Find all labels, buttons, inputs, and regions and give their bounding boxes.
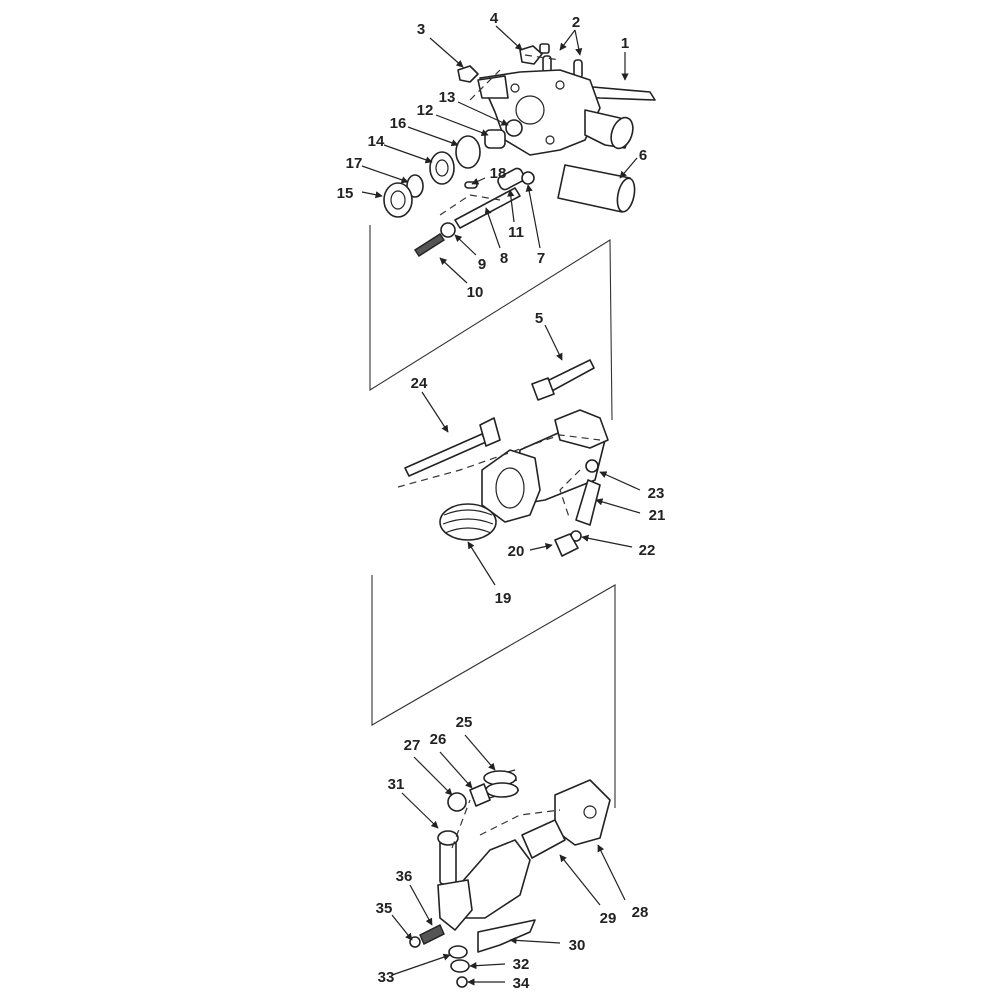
callout-leaders bbox=[361, 25, 641, 986]
lower-assembly bbox=[409, 769, 611, 988]
part-14-ring-inner bbox=[435, 159, 449, 177]
callout-20: 20 bbox=[508, 543, 525, 560]
callout-labels: 1 2 3 4 5 6 7 8 9 10 11 12 13 14 15 16 1… bbox=[337, 10, 666, 992]
callout-14: 14 bbox=[368, 133, 385, 150]
lower-dashed-guide bbox=[451, 799, 561, 849]
callout-17: 17 bbox=[346, 155, 363, 172]
part-20-fitting bbox=[554, 533, 579, 557]
callout-24: 24 bbox=[411, 375, 428, 392]
part-27-nut bbox=[447, 792, 467, 812]
frame-middle-lower bbox=[371, 575, 616, 808]
callout-12: 12 bbox=[417, 102, 434, 119]
upper-assembly bbox=[383, 43, 656, 257]
part-26-clip bbox=[469, 783, 491, 807]
part-32-washer bbox=[450, 959, 470, 973]
part-35-pin-end bbox=[409, 936, 421, 948]
callout-3: 3 bbox=[417, 21, 425, 38]
part-15-seal bbox=[383, 182, 413, 218]
callout-18: 18 bbox=[490, 165, 507, 182]
part-23-fitting bbox=[585, 459, 599, 473]
inlet-spout bbox=[477, 75, 509, 99]
callout-29: 29 bbox=[600, 910, 617, 927]
callout-27: 27 bbox=[404, 737, 421, 754]
callout-15: 15 bbox=[337, 185, 354, 202]
upper-dashed-guide bbox=[439, 54, 561, 216]
lower-fork bbox=[437, 879, 473, 931]
part-19-bellows bbox=[439, 503, 497, 541]
callout-1: 1 bbox=[621, 35, 629, 52]
callout-19: 19 bbox=[495, 590, 512, 607]
callout-35: 35 bbox=[376, 900, 393, 917]
part-31-plunger bbox=[439, 839, 457, 885]
callout-22: 22 bbox=[639, 542, 656, 559]
part-4-nut bbox=[519, 45, 543, 65]
callout-21: 21 bbox=[649, 507, 666, 524]
part-11-sleeve bbox=[497, 167, 525, 191]
part-36-pin bbox=[419, 924, 445, 945]
part-21-hose bbox=[575, 479, 601, 526]
part-16-bearing bbox=[455, 135, 481, 169]
callout-4: 4 bbox=[490, 10, 499, 27]
valve-bore bbox=[515, 95, 545, 125]
part-33-washer bbox=[448, 945, 468, 959]
part-5-bolt bbox=[544, 359, 595, 393]
middle-assembly bbox=[397, 359, 609, 557]
callout-36: 36 bbox=[396, 868, 413, 885]
flange-hole-a bbox=[510, 83, 520, 93]
callout-26: 26 bbox=[430, 731, 447, 748]
callout-13: 13 bbox=[439, 89, 456, 106]
outlet-tube-end bbox=[610, 116, 634, 150]
callout-28: 28 bbox=[632, 904, 649, 921]
callout-30: 30 bbox=[569, 937, 586, 954]
part-24-bolt bbox=[404, 433, 487, 477]
callout-10: 10 bbox=[467, 284, 484, 301]
callout-31: 31 bbox=[388, 776, 405, 793]
callout-34: 34 bbox=[513, 975, 530, 992]
part-7-oring bbox=[521, 171, 535, 185]
callout-2: 2 bbox=[572, 14, 580, 31]
part-25-spring bbox=[483, 769, 520, 799]
part-34-ball bbox=[456, 976, 468, 988]
callout-32: 32 bbox=[513, 956, 530, 973]
callout-6: 6 bbox=[639, 147, 647, 164]
flange-hole-c bbox=[545, 135, 555, 145]
cylinder-bore bbox=[495, 467, 525, 509]
callout-25: 25 bbox=[456, 714, 473, 731]
part-15-seal-inner bbox=[390, 190, 406, 210]
part-12-bushing bbox=[484, 129, 506, 149]
part-13-seat bbox=[505, 119, 523, 137]
part-31-plunger-head bbox=[437, 830, 459, 846]
part-10-spring bbox=[414, 233, 445, 257]
callout-5: 5 bbox=[535, 310, 543, 327]
callout-7: 7 bbox=[537, 250, 545, 267]
callout-33: 33 bbox=[378, 969, 395, 986]
frame-upper-middle bbox=[369, 225, 613, 421]
cylinder-rear-flange bbox=[554, 409, 609, 449]
part-5-bolt-head bbox=[531, 377, 555, 401]
part-30-lever bbox=[477, 919, 536, 953]
callout-16: 16 bbox=[390, 115, 407, 132]
part-9-spacer bbox=[440, 222, 456, 238]
callout-11: 11 bbox=[508, 224, 524, 241]
part-28-flange-hole bbox=[583, 805, 597, 819]
callout-8: 8 bbox=[500, 250, 508, 267]
part-29-piston bbox=[521, 819, 566, 859]
part-2-pin-c bbox=[539, 43, 550, 54]
part-3-nut bbox=[457, 65, 479, 83]
callout-9: 9 bbox=[478, 256, 486, 273]
middle-dashed-guide bbox=[397, 434, 601, 521]
part-14-ring bbox=[429, 151, 455, 185]
callout-23: 23 bbox=[648, 485, 665, 502]
part-6-sleeve-end bbox=[616, 177, 636, 213]
flange-hole-b bbox=[555, 80, 565, 90]
part-24-bolt-head bbox=[479, 417, 501, 447]
